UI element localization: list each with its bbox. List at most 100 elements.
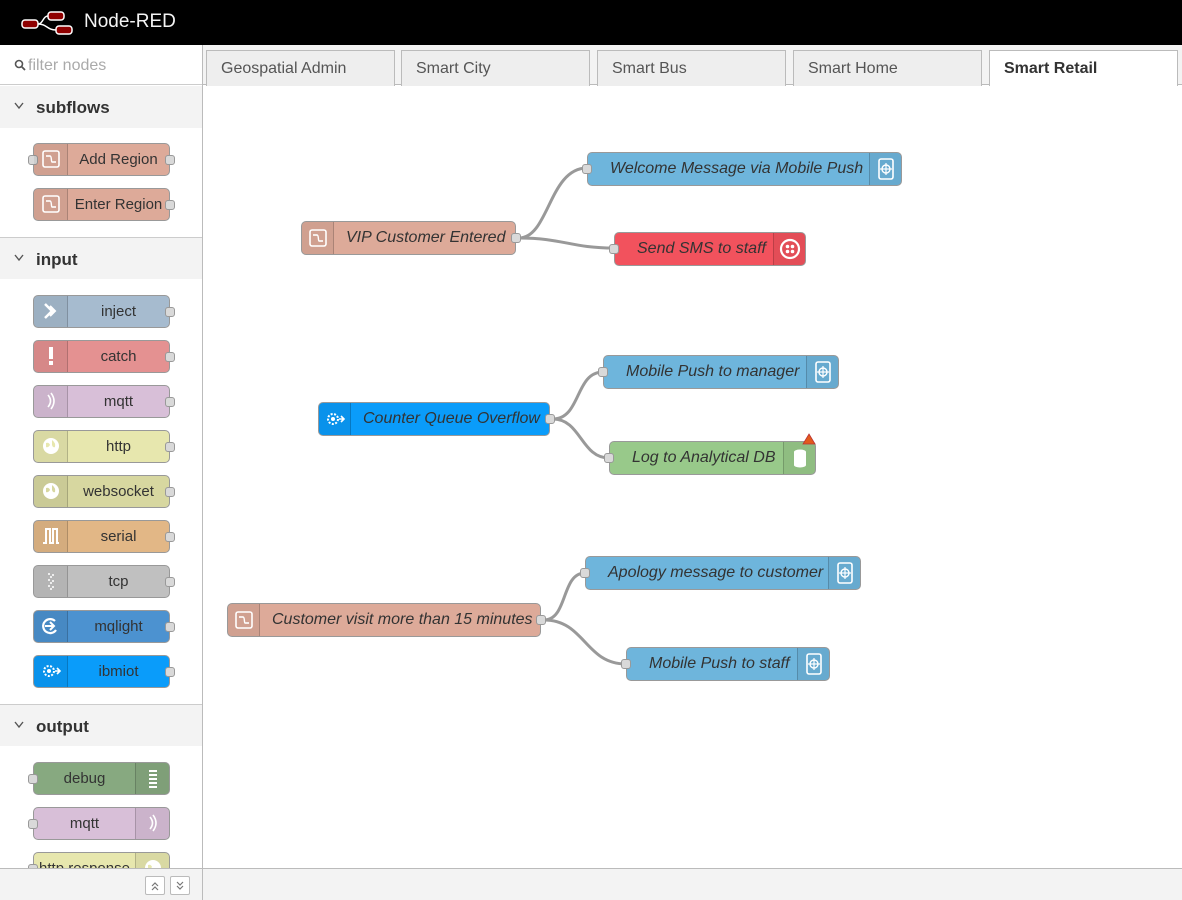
chevron-down-icon: [14, 102, 24, 110]
chevron-double-up-icon: [151, 882, 159, 891]
dots-icon: [34, 566, 68, 597]
alert-icon: [34, 341, 68, 372]
globe-icon: [34, 476, 68, 507]
input-port[interactable]: [28, 819, 38, 829]
collapse-all-button[interactable]: [145, 876, 165, 895]
output-port[interactable]: [165, 532, 175, 542]
flow-node-log-analytical-db[interactable]: Log to Analytical DB: [604, 433, 816, 475]
input-port[interactable]: [598, 367, 608, 377]
filter-nodes-input[interactable]: [28, 54, 193, 78]
output-port[interactable]: [536, 615, 546, 625]
workspace-tabs: Geospatial Admin Smart City Smart Bus Sm…: [203, 45, 1182, 86]
debug-list-icon: [135, 763, 169, 794]
output-port[interactable]: [165, 487, 175, 497]
input-port[interactable]: [609, 244, 619, 254]
subflow-icon: [228, 604, 260, 636]
node-label: http: [105, 438, 132, 455]
palette-footer: [0, 868, 203, 900]
output-port[interactable]: [165, 200, 175, 210]
node-label: Counter Queue Overflow: [363, 410, 540, 427]
node-label: mqlight: [94, 618, 143, 635]
output-port[interactable]: [511, 233, 521, 243]
wire: [543, 571, 586, 622]
mqlight-icon: [34, 611, 68, 642]
input-port: [28, 155, 38, 165]
palette-node-mqlight-in[interactable]: mqlight: [33, 610, 175, 643]
flow-node-customer-visit[interactable]: Customer visit more than 15 minutes: [227, 603, 546, 637]
palette-node-mqtt-out[interactable]: mqtt: [28, 807, 170, 840]
flow-workspace[interactable]: VIP Customer Entered Welcome Message via…: [203, 86, 1182, 868]
expand-all-button[interactable]: [170, 876, 190, 895]
palette-node-websocket-in[interactable]: websocket: [33, 475, 175, 508]
category-label: output: [36, 717, 89, 736]
wire: [552, 417, 610, 460]
palette-node-ibmiot-in[interactable]: ibmiot: [33, 655, 175, 688]
palette-node-debug[interactable]: debug: [28, 762, 170, 795]
palette-node-mqtt-in[interactable]: mqtt: [33, 385, 175, 418]
output-port[interactable]: [165, 577, 175, 587]
flow-node-apology-message[interactable]: Apology message to customer: [580, 556, 861, 590]
output-port[interactable]: [165, 155, 175, 165]
node-label: Mobile Push to manager: [626, 363, 800, 380]
input-port[interactable]: [582, 164, 592, 174]
output-port[interactable]: [545, 414, 555, 424]
node-label: Send SMS to staff: [637, 240, 766, 257]
node-label: mqtt: [69, 815, 100, 832]
wire-layer: [518, 166, 627, 666]
bridge-icon: [34, 386, 68, 417]
palette-node-inject[interactable]: inject: [33, 295, 175, 328]
tab-smart-bus[interactable]: Smart Bus: [597, 50, 786, 86]
node-label: serial: [100, 528, 137, 545]
category-subflows[interactable]: subflows: [0, 86, 202, 128]
palette-node-add-region[interactable]: Add Region: [28, 143, 175, 176]
palette-node-tcp-in[interactable]: tcp: [33, 565, 175, 598]
tab-geospatial-admin[interactable]: Geospatial Admin: [206, 50, 395, 86]
node-label: websocket: [83, 483, 154, 500]
chevron-down-icon: [14, 721, 24, 729]
output-port[interactable]: [165, 352, 175, 362]
chevron-down-icon: [14, 254, 24, 262]
category-output[interactable]: output: [0, 704, 202, 746]
app-title: Node-RED: [84, 11, 176, 32]
category-label: subflows: [36, 98, 110, 117]
database-icon: [783, 442, 815, 474]
flow-node-send-sms[interactable]: Send SMS to staff: [609, 232, 806, 266]
node-label: Enter Region: [74, 196, 163, 213]
palette-node-http-in[interactable]: http: [33, 430, 175, 463]
input-port[interactable]: [580, 568, 590, 578]
flow-node-mobile-push-staff[interactable]: Mobile Push to staff: [621, 647, 830, 681]
tab-smart-home[interactable]: Smart Home: [793, 50, 982, 86]
mobile-push-icon: [869, 153, 901, 185]
ibmiot-icon: [319, 403, 351, 435]
tab-smart-city[interactable]: Smart City: [401, 50, 590, 86]
header-bar: Node-RED: [0, 0, 1182, 45]
input-port[interactable]: [621, 659, 631, 669]
category-input[interactable]: input: [0, 237, 202, 279]
flow-node-welcome-message[interactable]: Welcome Message via Mobile Push: [582, 152, 902, 186]
node-label: Customer visit more than 15 minutes: [272, 611, 533, 628]
mobile-push-icon: [797, 648, 829, 680]
node-label: debug: [63, 770, 106, 787]
node-label: Add Region: [79, 151, 158, 168]
input-port[interactable]: [604, 453, 614, 463]
output-port[interactable]: [165, 442, 175, 452]
category-label: input: [36, 250, 78, 269]
output-port[interactable]: [165, 667, 175, 677]
serial-icon: [34, 521, 68, 552]
output-port[interactable]: [165, 397, 175, 407]
flow-node-mobile-push-manager[interactable]: Mobile Push to manager: [598, 355, 839, 389]
palette-node-enter-region[interactable]: Enter Region: [33, 188, 175, 221]
warning-triangle-icon: [802, 433, 816, 445]
input-port[interactable]: [28, 774, 38, 784]
palette-node-catch[interactable]: catch: [33, 340, 175, 373]
output-port[interactable]: [165, 307, 175, 317]
flow-node-vip-customer-entered[interactable]: VIP Customer Entered: [301, 221, 521, 255]
palette-search: [0, 45, 202, 85]
node-red-logo-icon: [21, 11, 73, 35]
tab-smart-retail[interactable]: Smart Retail: [989, 50, 1178, 86]
palette-node-serial-in[interactable]: serial: [33, 520, 175, 553]
subflow-icon: [34, 144, 68, 175]
output-port[interactable]: [165, 622, 175, 632]
node-label: Log to Analytical DB: [632, 449, 776, 466]
flow-node-counter-queue-overflow[interactable]: Counter Queue Overflow: [318, 402, 555, 436]
